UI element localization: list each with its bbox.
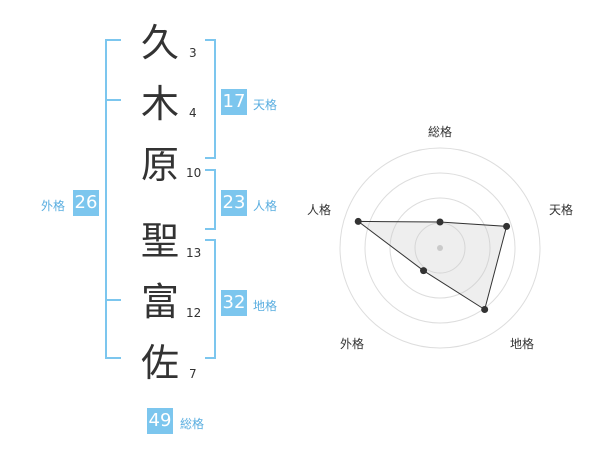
- radar-label-jinkaku: 人格: [307, 203, 332, 217]
- stroke-count-2: 4: [189, 106, 197, 120]
- name-char-3: 原: [140, 143, 179, 187]
- radar-ring: [339, 147, 541, 349]
- jinkaku-value: 23: [221, 190, 247, 216]
- radar-series: [356, 220, 508, 311]
- name-char-6: 佐: [140, 341, 179, 385]
- stroke-count-4: 13: [186, 246, 202, 260]
- radar-label-chikaku: 地格: [510, 337, 535, 351]
- radar-center: [437, 245, 443, 251]
- soukaku-value: 49: [147, 408, 173, 434]
- radar-point-4: [420, 267, 428, 275]
- name-char-5: 富: [140, 280, 179, 324]
- name-char-4: 聖: [140, 219, 179, 263]
- gaikaku-label: 外格: [41, 199, 66, 213]
- radar-point-3: [481, 305, 489, 313]
- name-char-2: 木: [140, 82, 179, 126]
- chikaku-label: 地格: [253, 299, 278, 313]
- stroke-count-6: 7: [189, 367, 197, 381]
- tenkaku-value: 17: [221, 89, 247, 115]
- radar-label-gaikaku: 外格: [340, 337, 365, 351]
- stroke-count-3: 10: [186, 166, 202, 180]
- radar-ring: [389, 197, 491, 299]
- gaikaku-value: 26: [73, 190, 99, 216]
- jinkaku-label: 人格: [253, 199, 278, 213]
- radar-ring: [364, 172, 516, 324]
- radar-label-soukaku: 総格: [428, 125, 453, 139]
- radar-point-2: [503, 222, 511, 230]
- radar-label-tenkaku: 天格: [549, 203, 574, 217]
- chikaku-value: 32: [221, 290, 247, 316]
- stroke-count-1: 3: [189, 46, 197, 60]
- tenkaku-label: 天格: [253, 98, 278, 112]
- soukaku-label: 総格: [180, 417, 205, 431]
- name-char-1: 久: [140, 21, 179, 65]
- radar-point-1: [436, 218, 444, 226]
- stroke-count-5: 12: [186, 306, 202, 320]
- radar-point-5: [354, 217, 362, 225]
